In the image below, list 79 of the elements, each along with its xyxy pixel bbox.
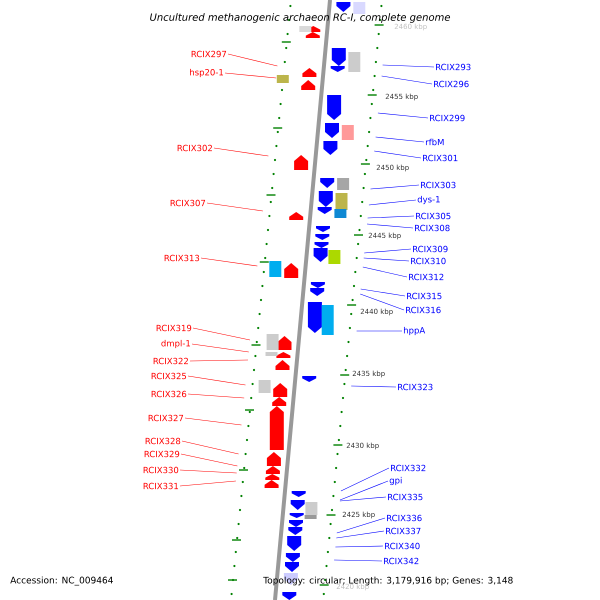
info-text: Accession: NC_009464 xyxy=(10,576,113,586)
leader-line xyxy=(367,216,414,218)
leader-line xyxy=(340,496,386,502)
leader-line xyxy=(182,440,239,454)
leader-line xyxy=(356,330,402,332)
leader-line xyxy=(184,418,242,426)
gene-label: RCIX310 xyxy=(411,258,446,264)
gene-label: RCIX337 xyxy=(386,528,420,534)
leader-line xyxy=(340,480,388,500)
gene-label: hsp20-1 xyxy=(190,68,224,78)
leader-line xyxy=(334,560,382,562)
gene-label: RCIX331 xyxy=(144,482,178,490)
gene-label: RCIX322 xyxy=(154,358,188,364)
leader-line xyxy=(381,76,432,84)
leader-line xyxy=(335,546,384,548)
leader-line xyxy=(224,72,276,78)
leader-line xyxy=(214,148,269,156)
leader-line xyxy=(350,386,396,388)
leader-line xyxy=(192,344,250,352)
gene-label: dys-1 xyxy=(418,196,440,204)
gene-label: RCIX302 xyxy=(178,144,212,152)
leader-line xyxy=(192,328,250,340)
gene-label: RCIX330 xyxy=(144,466,178,474)
gene-label: RCIX335 xyxy=(388,494,422,500)
leader-line xyxy=(368,200,416,206)
leader-line xyxy=(364,248,412,254)
gene-label: RCIX332 xyxy=(391,464,426,472)
leader-line xyxy=(188,376,246,386)
gene-label: hppA xyxy=(404,326,426,336)
gene-label: gpi xyxy=(390,476,402,486)
gene-label: RCIX319 xyxy=(156,324,192,332)
leader-line xyxy=(190,360,248,362)
leader-line xyxy=(362,266,408,278)
leader-line xyxy=(180,454,238,466)
gene-label: RCIX336 xyxy=(387,514,422,522)
leader-line xyxy=(366,224,414,228)
leader-line xyxy=(206,202,264,212)
leader-line xyxy=(228,54,278,66)
gene-label: RCIX326 xyxy=(152,390,186,398)
leader-line xyxy=(340,468,390,492)
leader-line xyxy=(360,288,406,296)
gene-label: RCIX301 xyxy=(423,154,458,162)
gene-label: RCIX305 xyxy=(416,212,450,220)
leader-line xyxy=(336,518,386,534)
gene-label: RCIX323 xyxy=(398,384,432,390)
leader-line xyxy=(374,150,422,158)
gene-label: RCIX307 xyxy=(170,200,206,206)
gene-label: RCIX316 xyxy=(406,306,441,314)
gene-label: RCIX328 xyxy=(146,438,180,444)
title: Uncultured methanogenic archaeon RC-I, complete genome xyxy=(150,13,450,23)
gene-label: RCIX315 xyxy=(407,292,442,300)
gene-label: rfbM xyxy=(426,138,444,146)
gene-label: RCIX297 xyxy=(192,50,226,58)
gene-label: RCIX325 xyxy=(152,372,186,380)
gene-label: RCIX308 xyxy=(415,224,450,232)
gene-label: RCIX296 xyxy=(434,80,469,88)
leader-line xyxy=(180,480,236,486)
gene-label: RCIX340 xyxy=(385,542,420,550)
leader-line xyxy=(370,184,420,190)
gene-label: RCIX327 xyxy=(148,414,184,422)
leader-line xyxy=(336,530,384,538)
leader-line xyxy=(200,258,258,266)
gene-label: RCIX312 xyxy=(409,274,444,280)
leader-line xyxy=(375,136,424,142)
leader-line xyxy=(363,258,410,262)
gene-label: RCIX293 xyxy=(436,64,470,70)
gene-label: RCIX329 xyxy=(144,450,180,458)
gene-label: RCIX299 xyxy=(430,114,465,122)
gene-label: RCIX309 xyxy=(413,246,448,252)
gene-label: RCIX303 xyxy=(421,182,456,188)
gene-label: dmpl-1 xyxy=(161,340,190,348)
info-text: Topology: circular; Length: 3,179,916 bp; Genes: 3,148 xyxy=(263,576,513,586)
leader-line xyxy=(360,294,404,310)
leader-line xyxy=(180,470,237,474)
leader-line xyxy=(378,112,428,118)
gene-label: RCIX342 xyxy=(384,558,418,564)
gene-label: RCIX313 xyxy=(164,254,200,262)
leader-line xyxy=(382,64,434,68)
leader-line xyxy=(188,394,244,398)
